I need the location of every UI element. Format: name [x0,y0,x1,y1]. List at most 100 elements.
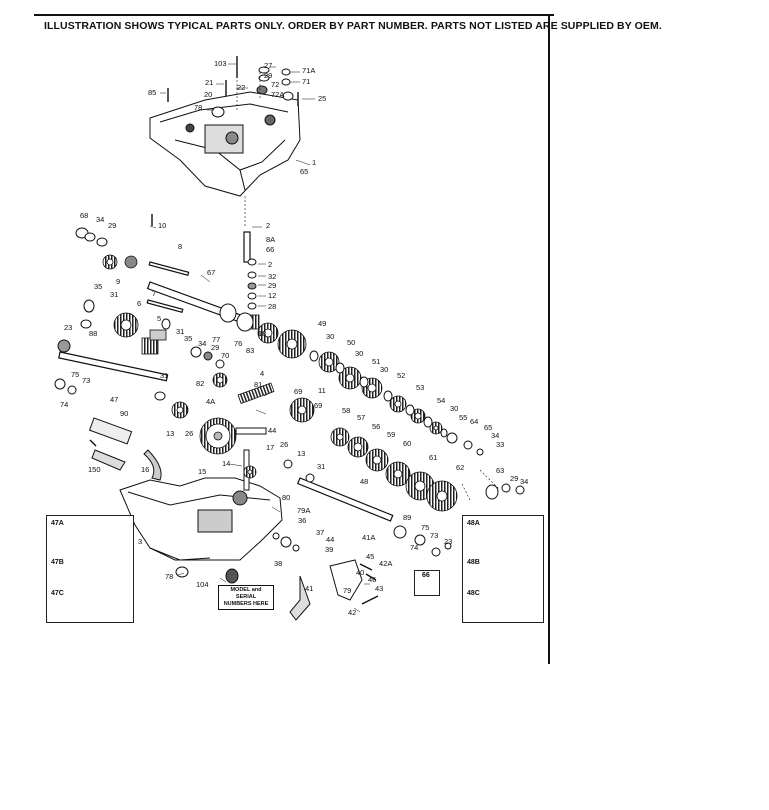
callout-31b: 31 [176,327,184,336]
callout-23: 23 [64,323,72,332]
callout-21: 21 [205,78,213,87]
callout-8: 8 [178,242,182,251]
callout-76: 76 [234,339,242,348]
callout-2b: 2 [268,260,272,269]
callout-22: 22 [237,83,245,92]
inset-48-variants: 48A 48B 48C [462,515,544,623]
inset-label-47B: 47B [51,559,64,566]
callout-40: 40 [356,568,364,577]
callout-57: 57 [357,413,365,422]
callout-28: 28 [268,302,276,311]
callout-68: 68 [80,211,88,220]
lower-case-housing [119,477,283,561]
callout-35b: 35 [184,334,192,343]
callout-53: 53 [416,383,424,392]
callout-17: 17 [266,443,274,452]
callout-54: 54 [437,396,445,405]
inset-label-47A: 47A [51,520,64,527]
inset-47-variants: 47A 47B 47C [46,515,134,623]
callout-45: 45 [366,552,374,561]
callout-79: 79 [343,586,351,595]
callout-67: 67 [207,268,215,277]
parts-notice: ILLUSTRATION SHOWS TYPICAL PARTS ONLY. O… [44,20,662,32]
callout-29c: 29 [108,221,116,230]
callout-6: 6 [137,299,141,308]
callout-79A: 79A [297,506,310,515]
callout-31: 31 [110,290,118,299]
callout-72: 72 [271,80,279,89]
callout-89: 89 [403,513,411,522]
inset-label-47C: 47C [51,590,64,597]
callout-31c: 31 [160,371,168,380]
callout-78b: 78 [165,572,173,581]
callout-50: 50 [347,338,355,347]
callout-5: 5 [157,314,161,323]
callout-48: 48 [360,477,368,486]
callout-1: 1 [312,158,316,167]
model-tag-line1: MODEL and SERIAL [230,587,262,600]
callout-69b: 69 [314,401,322,410]
callout-4A: 4A [206,397,215,406]
callout-74b: 74 [410,543,418,552]
callout-42A: 42A [379,559,392,568]
callout-34c: 34 [491,431,499,440]
callout-71A: 71A [302,66,315,75]
callout-15: 15 [198,467,206,476]
callout-73: 73 [82,376,90,385]
callout-62: 62 [456,463,464,472]
callout-49: 49 [318,319,326,328]
callout-51: 51 [372,357,380,366]
inset-label-48C: 48C [467,590,480,597]
callout-65: 65 [300,167,308,176]
inset-66: 66 [414,570,440,596]
callout-25: 25 [318,94,326,103]
callout-69: 69 [294,387,302,396]
callout-26b: 26 [280,440,288,449]
callout-81: 81 [254,380,262,389]
bolts [89,56,379,605]
callout-64: 64 [470,417,478,426]
leader-lines [149,63,370,613]
callout-85: 85 [148,88,156,97]
callout-29b: 29 [268,281,276,290]
callout-56: 56 [372,422,380,431]
callout-29e: 29 [510,474,518,483]
callout-77: 77 [212,335,220,344]
callout-52: 52 [397,371,405,380]
callout-13: 13 [166,429,174,438]
callout-103: 103 [214,59,227,68]
callout-3: 3 [138,537,142,546]
callout-83: 83 [246,346,254,355]
callout-46: 46 [368,575,376,584]
callout-66: 66 [266,245,274,254]
callout-78: 78 [194,103,202,112]
callout-2: 2 [266,221,270,230]
callout-35: 35 [94,282,102,291]
callout-labels: 103 27 29 71A 71 72 72A 21 22 20 85 25 7… [60,59,528,617]
callout-20: 20 [204,90,212,99]
callout-82: 82 [196,379,204,388]
callout-18: 18 [258,329,266,338]
callout-30d: 30 [450,404,458,413]
callout-34d: 34 [520,477,528,486]
callout-27: 27 [264,61,272,70]
callout-71: 71 [302,77,310,86]
washers [54,66,525,594]
callout-29d: 29 [211,343,219,352]
callout-8A: 8A [266,235,275,244]
callout-59: 59 [387,430,395,439]
shafts [58,231,394,522]
callout-29: 29 [264,71,272,80]
upper-case-housing [149,91,301,197]
callout-65b: 65 [484,423,492,432]
callout-41A: 41A [362,533,375,542]
callout-88: 88 [89,329,97,338]
right-rule [548,14,550,664]
callout-44: 44 [268,426,276,435]
callout-75b: 75 [421,523,429,532]
callout-16: 16 [141,465,149,474]
callout-31d: 31 [317,462,325,471]
callout-55: 55 [459,413,467,422]
callout-74: 74 [60,400,68,409]
callout-38: 38 [274,559,282,568]
